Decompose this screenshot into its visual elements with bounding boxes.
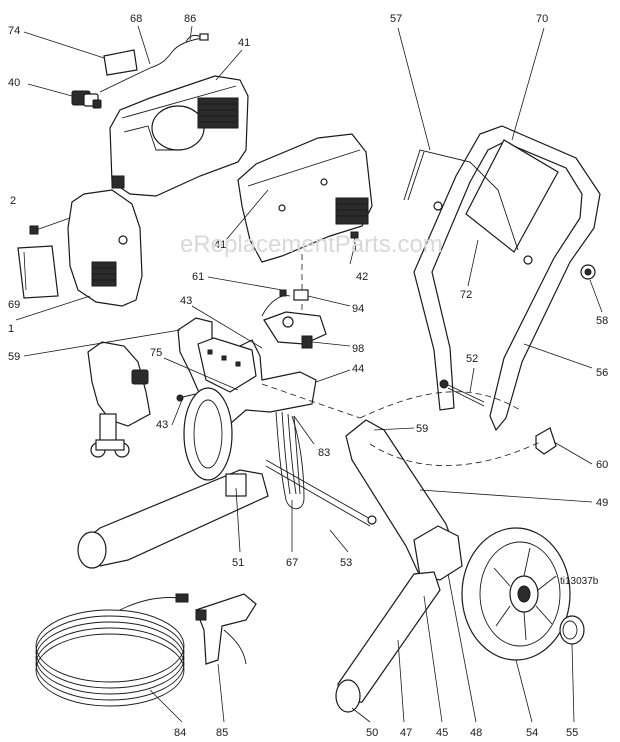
center-leg-part	[345, 419, 463, 581]
wheel-part	[461, 527, 571, 661]
callout-52: 52	[466, 353, 478, 365]
figure-reference: ti13037b	[560, 576, 599, 587]
callout-50: 50	[366, 727, 378, 739]
spray-gun-part	[195, 593, 257, 665]
callout-41-upper: 41	[238, 37, 250, 49]
callout-59-left: 59	[8, 351, 20, 363]
callout-94: 94	[352, 303, 364, 315]
callout-72: 72	[460, 289, 472, 301]
callout-45: 45	[436, 727, 448, 739]
callout-43-top: 43	[180, 295, 192, 307]
screw-part	[29, 217, 71, 235]
callout-59-right: 59	[416, 423, 428, 435]
clip-part	[535, 427, 557, 455]
callout-55: 55	[566, 727, 578, 739]
handle-part	[403, 125, 601, 432]
callout-57: 57	[390, 13, 402, 25]
motor-cover-part	[67, 189, 143, 307]
switch-part	[71, 90, 102, 109]
left-leg-part	[77, 469, 269, 569]
callout-42: 42	[356, 271, 368, 283]
callout-41-lower: 41	[214, 239, 226, 251]
callout-68: 68	[130, 13, 142, 25]
callout-85: 85	[216, 727, 228, 739]
front-leg-part	[335, 571, 441, 713]
decal-part	[17, 245, 59, 299]
callout-74: 74	[8, 25, 20, 37]
callout-43-mid: 43	[156, 419, 168, 431]
watermark-text: eReplacementParts.com	[180, 231, 443, 258]
callout-67: 67	[286, 557, 298, 569]
callout-70: 70	[536, 13, 548, 25]
callout-58: 58	[596, 315, 608, 327]
callout-86: 86	[184, 13, 196, 25]
callout-labels: 74 68 86 41 40 2 69 1 41 42 61 94 43 98 …	[8, 13, 608, 739]
rear-wheel-part	[183, 387, 233, 481]
callout-54: 54	[526, 727, 538, 739]
hubcap-part	[559, 615, 585, 645]
callout-84: 84	[174, 727, 186, 739]
callout-40: 40	[8, 77, 20, 89]
label-plate-part	[103, 49, 138, 76]
screw-42-part	[350, 231, 359, 253]
callout-48: 48	[470, 727, 482, 739]
callout-44: 44	[352, 363, 364, 375]
shroud-right-part	[237, 133, 373, 263]
knob-part	[580, 264, 596, 280]
callout-1: 1	[8, 323, 14, 335]
bracket-part	[261, 254, 327, 349]
callout-49: 49	[596, 497, 608, 509]
shroud-left-part	[109, 75, 249, 197]
callout-60: 60	[596, 459, 608, 471]
hose-bundle-part	[275, 411, 305, 510]
callout-53: 53	[340, 557, 352, 569]
callout-2: 2	[10, 195, 16, 207]
pump-assembly-part	[87, 341, 151, 458]
leader-lines	[15, 25, 603, 723]
hose-coil-part	[35, 593, 189, 707]
callout-83: 83	[318, 447, 330, 459]
bolt-part	[439, 379, 485, 407]
callout-47: 47	[400, 727, 412, 739]
callout-75: 75	[150, 347, 162, 359]
cable-part	[99, 33, 209, 93]
axle-part	[265, 459, 377, 527]
callout-69: 69	[8, 299, 20, 311]
callout-61: 61	[192, 271, 204, 283]
callout-56: 56	[596, 367, 608, 379]
callout-51: 51	[232, 557, 244, 569]
assembly-lines	[261, 383, 541, 466]
callout-98: 98	[352, 343, 364, 355]
